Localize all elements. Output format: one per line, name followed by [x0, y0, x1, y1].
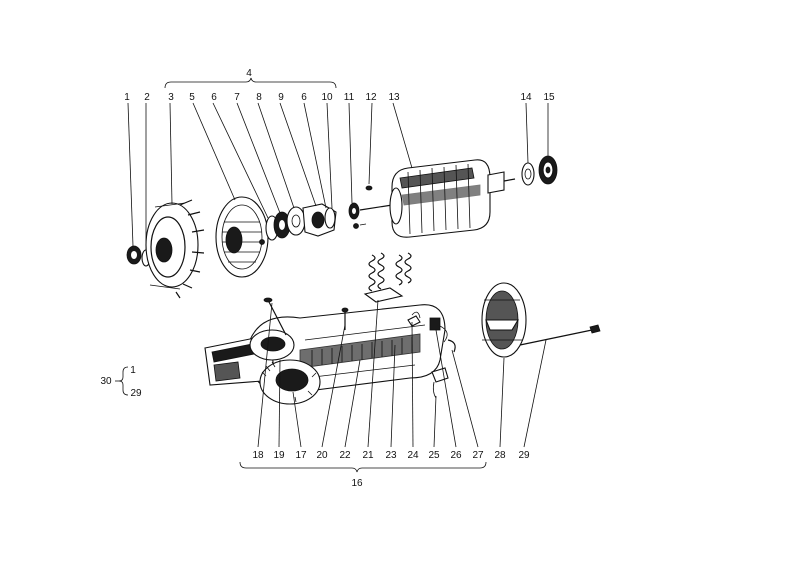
- label-28: 28: [494, 450, 506, 461]
- legend-item-a: 1: [130, 365, 136, 376]
- field-coil-part-17: [259, 359, 321, 405]
- legend-group-30: 30 1 29: [100, 365, 142, 399]
- label-3: 3: [168, 92, 174, 103]
- label-14: 14: [520, 92, 532, 103]
- bottom-leader-lines: [257, 299, 547, 448]
- small-screws: [259, 223, 367, 245]
- top-leader-lines: [127, 102, 549, 250]
- brush-part-26: [429, 317, 448, 343]
- through-bolt-part-29: [519, 324, 601, 346]
- label-6a: 6: [211, 92, 217, 103]
- label-11: 11: [344, 92, 355, 103]
- springs: [368, 252, 412, 292]
- bearing-stack: [265, 203, 337, 241]
- label-21: 21: [362, 450, 374, 461]
- label-7: 7: [234, 92, 240, 103]
- label-12: 12: [365, 92, 377, 103]
- label-20: 20: [316, 450, 328, 461]
- label-25: 25: [428, 450, 440, 461]
- label-4: 4: [246, 68, 252, 79]
- key-part-12: [365, 185, 373, 191]
- label-29: 29: [518, 450, 530, 461]
- label-16: 16: [351, 478, 363, 489]
- brush-holder-plate: [363, 287, 404, 303]
- washer-part-11: [348, 202, 360, 220]
- label-1: 1: [124, 92, 130, 103]
- cap-part-25: [431, 367, 449, 399]
- screw-part-18: [263, 297, 287, 336]
- brush-spring-part-27: [447, 339, 456, 353]
- legend-brace: [118, 366, 129, 396]
- legend-key: 30: [100, 376, 112, 387]
- label-22: 22: [339, 450, 351, 461]
- baffle-part-5: [215, 196, 269, 278]
- group-16-bracket: [239, 461, 487, 473]
- nut-part-1: [126, 245, 142, 265]
- label-24: 24: [407, 450, 419, 461]
- label-17: 17: [295, 450, 307, 461]
- label-2: 2: [144, 92, 150, 103]
- label-8: 8: [256, 92, 262, 103]
- end-cap-part-28: [481, 282, 527, 358]
- label-18: 18: [252, 450, 264, 461]
- bearing-part-14: [521, 162, 535, 186]
- brush-holder-part-24: [407, 311, 421, 327]
- field-coil-upper: [249, 329, 295, 361]
- label-13: 13: [388, 92, 400, 103]
- group-4-bracket: [164, 77, 337, 89]
- armature-part-13: [359, 159, 516, 238]
- label-9: 9: [278, 92, 284, 103]
- label-5: 5: [189, 92, 195, 103]
- legend-item-b: 29: [130, 388, 142, 399]
- label-27: 27: [472, 450, 484, 461]
- bearing-part-15: [538, 155, 558, 185]
- label-23: 23: [385, 450, 397, 461]
- fan-part-3: [145, 199, 205, 299]
- label-26: 26: [450, 450, 462, 461]
- label-10: 10: [321, 92, 333, 103]
- label-6b: 6: [301, 92, 307, 103]
- label-15: 15: [543, 92, 555, 103]
- label-19: 19: [273, 450, 285, 461]
